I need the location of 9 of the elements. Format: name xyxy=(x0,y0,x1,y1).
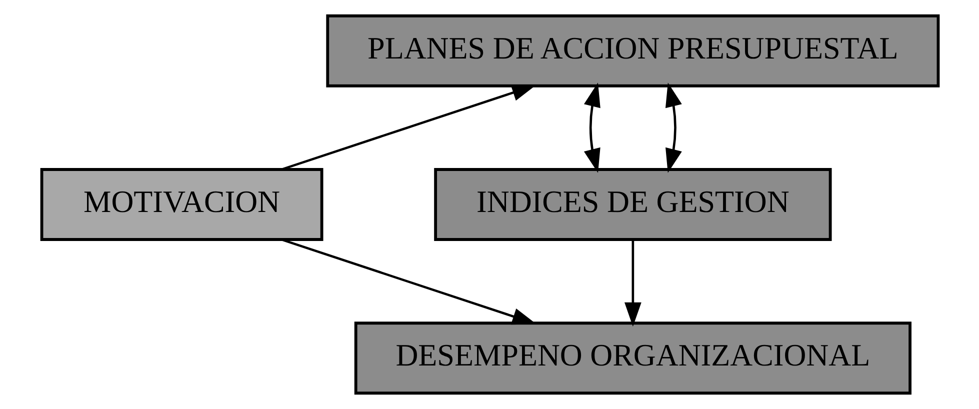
arrow xyxy=(281,238,536,325)
arrow xyxy=(664,82,682,173)
arrow xyxy=(280,84,536,171)
node-box: MOTIVACION xyxy=(40,168,323,241)
node-box: PLANES DE ACCION PRESUPUESTAL xyxy=(326,14,940,88)
arrow xyxy=(624,240,641,327)
node-box: DESEMPENO ORGANIZACIONAL xyxy=(354,322,911,395)
node-box: INDICES DE GESTION xyxy=(434,168,832,241)
arrow xyxy=(583,82,600,173)
